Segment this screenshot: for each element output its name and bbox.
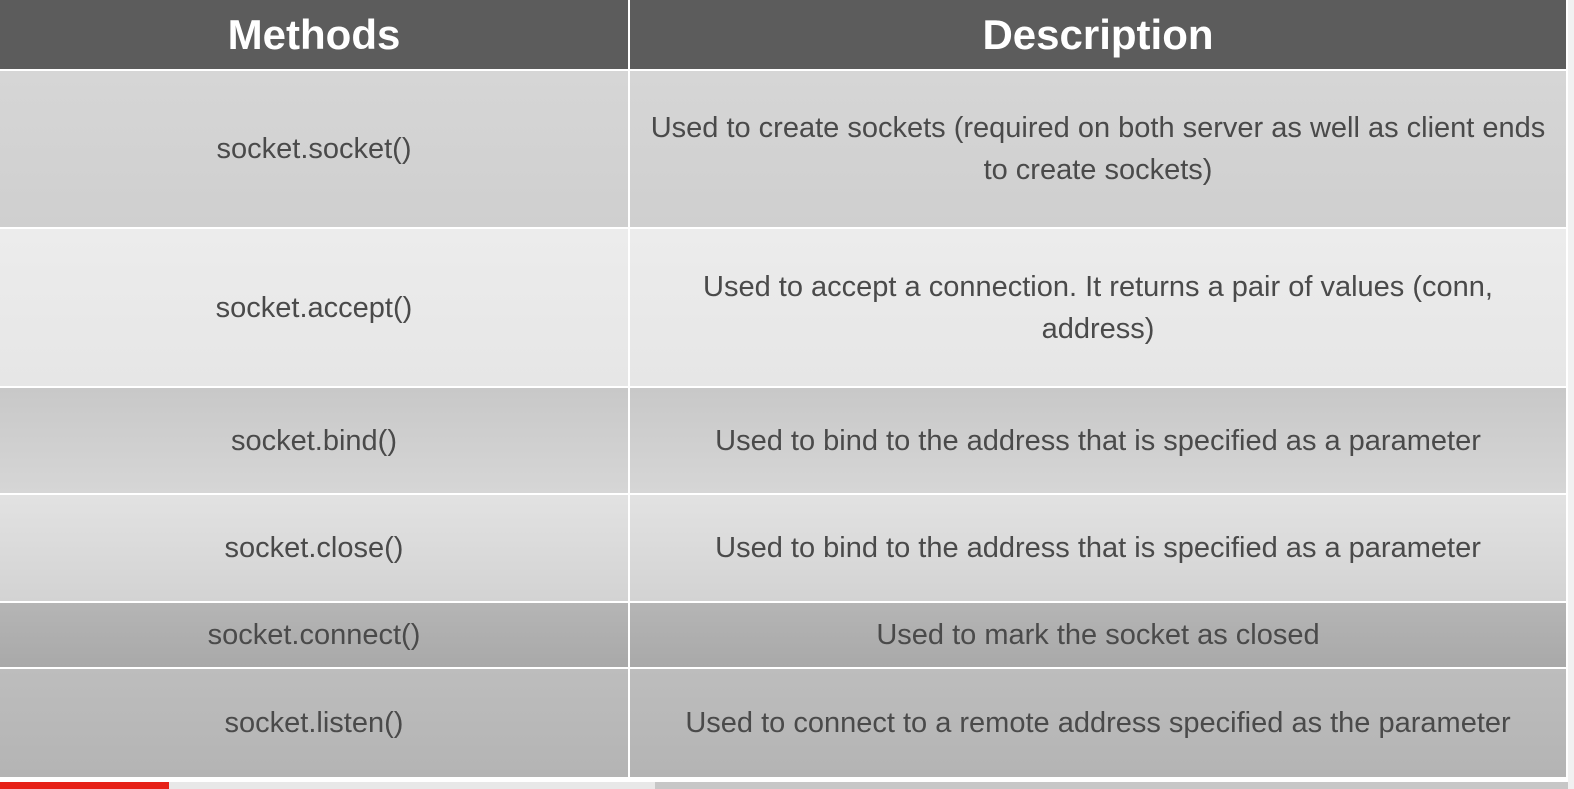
method-cell: socket.socket() <box>0 70 630 229</box>
table-header-row: Methods Description <box>0 0 1568 71</box>
method-cell: socket.accept() <box>0 228 630 388</box>
description-cell: Used to bind to the address that is spec… <box>629 494 1568 603</box>
description-cell: Used to mark the socket as closed <box>629 602 1568 669</box>
table-row: socket.listen() Used to connect to a rem… <box>0 668 1568 779</box>
description-cell: Used to create sockets (required on both… <box>629 70 1568 229</box>
description-cell: Used to connect to a remote address spec… <box>629 668 1568 779</box>
method-cell: socket.close() <box>0 494 630 603</box>
description-cell: Used to accept a connection. It returns … <box>629 228 1568 388</box>
description-cell: Used to bind to the address that is spec… <box>629 387 1568 495</box>
header-description: Description <box>629 0 1568 71</box>
window-edge <box>1568 0 1574 789</box>
table-row: socket.socket() Used to create sockets (… <box>0 70 1568 229</box>
header-methods: Methods <box>0 0 630 71</box>
video-progress-bar[interactable] <box>0 782 1568 789</box>
method-cell: socket.listen() <box>0 668 630 779</box>
method-cell: socket.connect() <box>0 602 630 669</box>
progress-buffered <box>169 782 656 789</box>
table-row: socket.close() Used to bind to the addre… <box>0 494 1568 603</box>
table-row: socket.accept() Used to accept a connect… <box>0 228 1568 388</box>
table-row: socket.connect() Used to mark the socket… <box>0 602 1568 669</box>
table-row: socket.bind() Used to bind to the addres… <box>0 387 1568 495</box>
progress-played <box>0 782 170 789</box>
method-cell: socket.bind() <box>0 387 630 495</box>
